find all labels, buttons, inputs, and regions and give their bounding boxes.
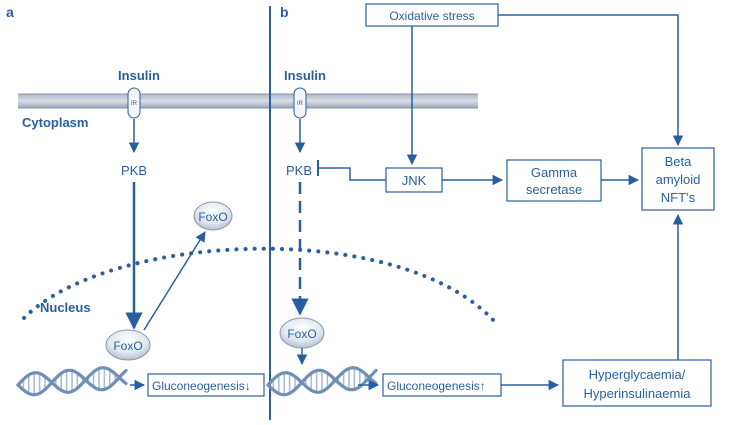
panel-a-letter: a bbox=[6, 4, 14, 20]
panel-b-gluconeogenesis-up-arrow: ↑ bbox=[480, 379, 486, 393]
panel-a-gluconeogenesis-down-arrow: ↓ bbox=[245, 379, 251, 393]
panel-b-insulin-receptor: IR bbox=[293, 87, 307, 119]
panel-b-gluconeogenesis-box: Gluconeogenesis↑ bbox=[382, 373, 502, 397]
panel-a-insulin-receptor: IR bbox=[127, 87, 141, 119]
dna-strand-2 bbox=[16, 368, 128, 397]
panel-a-foxo-nucleus: FoxO bbox=[105, 329, 151, 361]
panel-a-gluconeogenesis-box: Gluconeogenesis↓ bbox=[147, 373, 265, 397]
cell-membrane bbox=[18, 94, 478, 108]
dna-strand-1 bbox=[16, 366, 128, 394]
hyperglycaemia-label-line1: Hyperglycaemia/ bbox=[589, 367, 686, 382]
dna-strand-1 bbox=[266, 366, 378, 394]
panel-a-dna-icon bbox=[16, 366, 128, 397]
panel-a-foxo-cytoplasm: FoxO bbox=[193, 201, 233, 231]
nucleus-boundary bbox=[22, 246, 497, 324]
panel-b-letter: b bbox=[280, 4, 289, 20]
panel-b-gluconeogenesis-label: Gluconeogenesis bbox=[387, 379, 480, 393]
panel-b-insulin-label: Insulin bbox=[284, 68, 326, 83]
svg-text:Gluconeogenesis↑: Gluconeogenesis↑ bbox=[387, 379, 486, 393]
gamma-secretase-label-line1: Gamma bbox=[531, 165, 578, 180]
dna-strand-2 bbox=[266, 368, 378, 397]
oxidative-stress-label: Oxidative stress bbox=[389, 9, 474, 23]
panel-a-gluconeogenesis-label: Gluconeogenesis bbox=[152, 379, 245, 393]
jnk-box: JNK bbox=[385, 167, 443, 193]
beta-amyloid-label-line1: Beta bbox=[665, 154, 693, 169]
panel-a-pkb-label: PKB bbox=[121, 163, 147, 178]
panel-b-pkb-label: PKB bbox=[286, 163, 312, 178]
panel-b-receptor-label: IR bbox=[297, 101, 304, 107]
panel-b-foxo-nucleus-label: FoxO bbox=[287, 327, 316, 341]
panel-b-foxo-nucleus: FoxO bbox=[279, 317, 325, 349]
cytoplasm-label: Cytoplasm bbox=[22, 115, 88, 130]
beta-amyloid-box: Beta amyloid NFT’s bbox=[641, 147, 715, 211]
beta-amyloid-label-line3: NFT’s bbox=[661, 190, 696, 205]
panel-a-insulin-label: Insulin bbox=[118, 68, 160, 83]
jnk-inhibits-pkb-line bbox=[318, 167, 386, 181]
hyperglycaemia-box: Hyperglycaemia/ Hyperinsulinaemia bbox=[562, 359, 712, 407]
hyperglycaemia-label-line2: Hyperinsulinaemia bbox=[584, 386, 692, 401]
arrow-foxo-export-a bbox=[143, 231, 206, 331]
panel-a-foxo-nucleus-label: FoxO bbox=[113, 339, 142, 353]
oxidative-stress-box: Oxidative stress bbox=[365, 3, 499, 27]
panel-a-foxo-cytoplasm-label: FoxO bbox=[198, 210, 227, 224]
svg-text:Gluconeogenesis↓: Gluconeogenesis↓ bbox=[152, 379, 251, 393]
jnk-label: JNK bbox=[402, 173, 427, 188]
gamma-secretase-label-line2: secretase bbox=[526, 182, 582, 197]
panel-b-dna-icon bbox=[266, 366, 378, 397]
beta-amyloid-label-line2: amyloid bbox=[656, 172, 701, 187]
panel-a-receptor-label: IR bbox=[131, 101, 138, 107]
nucleus-label: Nucleus bbox=[40, 300, 91, 315]
arrow-oxidative-stress-to-beta-amyloid bbox=[498, 14, 684, 147]
gamma-secretase-box: Gamma secretase bbox=[506, 159, 602, 202]
